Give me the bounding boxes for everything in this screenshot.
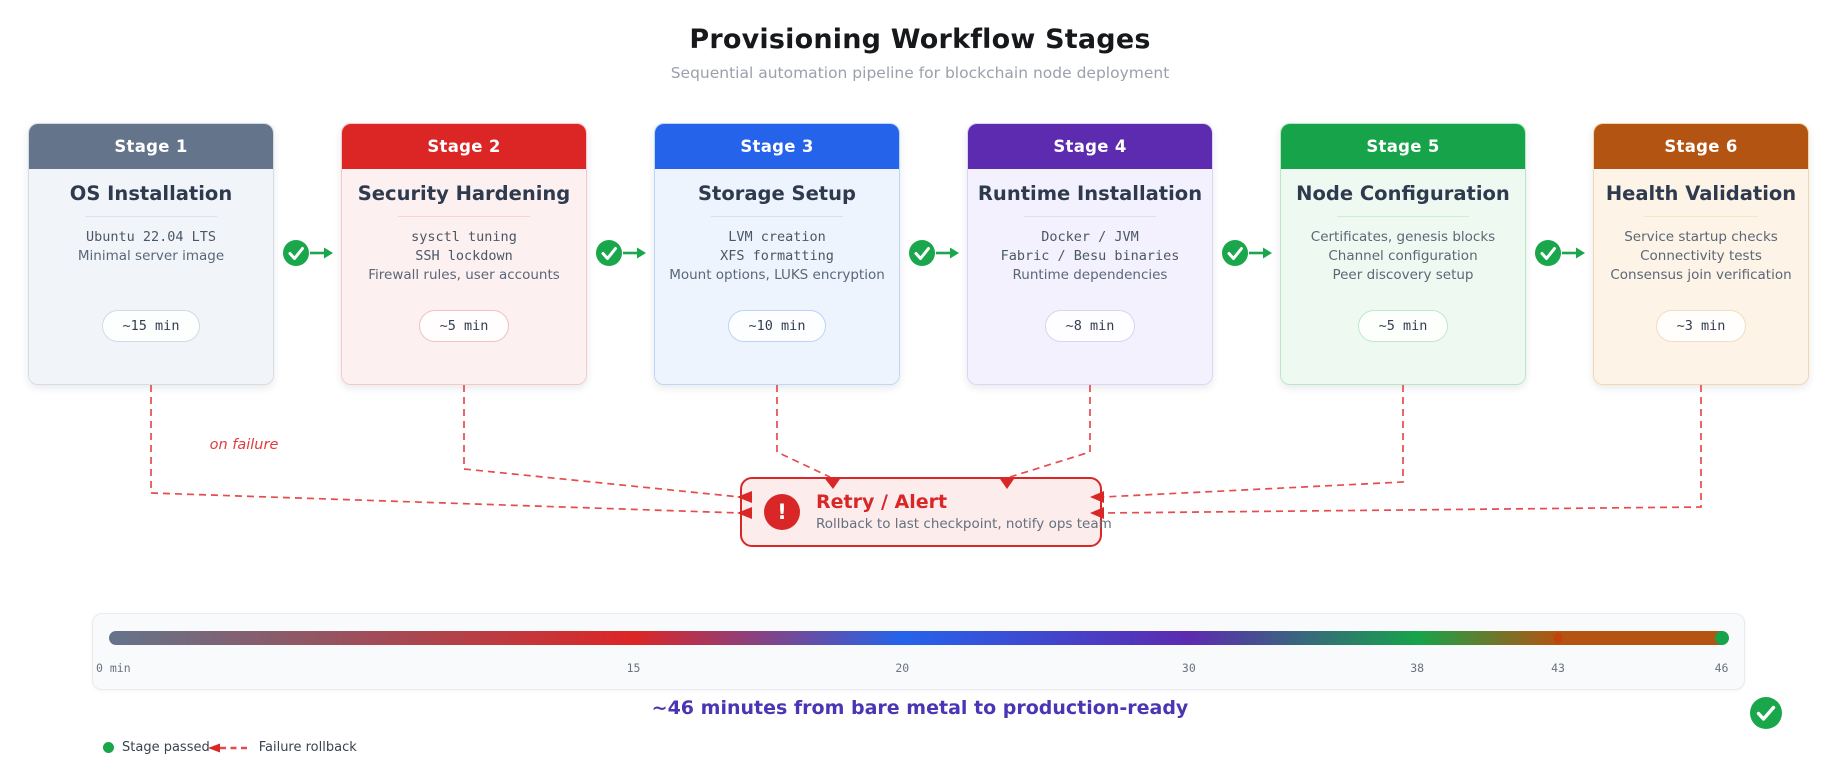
stage-card-1: Stage 1 OS Installation Ubuntu 22.04 LTS… — [28, 123, 274, 385]
stage-card-4: Stage 4 Runtime Installation Docker / JV… — [967, 123, 1213, 385]
timeline-tick-label: 46 — [1714, 661, 1729, 675]
alert-exclamation-icon: ! — [764, 494, 800, 530]
legend-failure-rollback-label: Failure rollback — [258, 740, 357, 755]
legend-stage-passed-label: Stage passed — [122, 740, 210, 755]
failure-edge-stage-5 — [1102, 385, 1404, 498]
total-duration-summary: ~46 minutes from bare metal to productio… — [651, 697, 1189, 719]
timeline-dot — [897, 632, 907, 644]
stage-1-header: Stage 1 — [29, 124, 273, 169]
timeline-tick-label: 43 — [1551, 661, 1565, 675]
failure-edge-stage-6 — [1102, 385, 1702, 514]
stage-card-2: Stage 2 Security Hardening sysctl tuning… — [341, 123, 587, 385]
legend: Stage passed Failure rollback — [103, 740, 357, 755]
timeline-dot — [629, 632, 639, 644]
failure-edge-stage-2 — [463, 385, 741, 498]
failure-edge-stage-1 — [150, 385, 741, 514]
stage-5-body: Node Configuration Certificates, genesis… — [1281, 169, 1525, 384]
stage-1-duration-badge: ~15 min — [101, 310, 201, 342]
stage-5-detail: Peer discovery setup — [1332, 267, 1474, 283]
page-subtitle: Sequential automation pipeline for block… — [670, 64, 1170, 82]
stage-6-detail: Consensus join verification — [1610, 267, 1792, 283]
timeline-dot — [1184, 632, 1194, 644]
stage-6-detail: Connectivity tests — [1640, 248, 1762, 264]
stage-2-title: Security Hardening — [357, 182, 571, 205]
timeline-tick-label: 38 — [1410, 661, 1425, 675]
retry-alert-title: Retry / Alert — [816, 491, 948, 513]
failure-edge-stage-3 — [776, 385, 831, 478]
stage-5-detail: Certificates, genesis blocks — [1310, 229, 1496, 245]
stage-5-title: Node Configuration — [1296, 182, 1510, 205]
stage-6-detail: Service startup checks — [1624, 229, 1778, 245]
timeline-panel: 0 min 15 20 30 38 43 46 — [92, 613, 1745, 690]
divider — [84, 216, 218, 217]
stage-4-body: Runtime Installation Docker / JVM Fabric… — [968, 169, 1212, 384]
stage-card-5: Stage 5 Node Configuration Certificates,… — [1280, 123, 1526, 385]
timeline-bar — [109, 631, 1729, 645]
divider — [710, 216, 844, 217]
stage-6-title: Health Validation — [1605, 182, 1797, 205]
timeline-dot — [1412, 632, 1422, 644]
stage-3-detail: Mount options, LUKS encryption — [669, 267, 885, 283]
stage-6-header: Stage 6 — [1594, 124, 1808, 169]
stage-5-detail: Channel configuration — [1328, 248, 1478, 264]
stage-2-duration-badge: ~5 min — [418, 310, 510, 342]
timeline-tick-label: 15 — [626, 661, 641, 675]
timeline-labels: 0 min 15 20 30 38 43 46 — [96, 614, 1729, 691]
stage-2-detail: Firewall rules, user accounts — [368, 267, 560, 283]
final-check-icon — [1750, 697, 1782, 729]
failure-rollback-arrow-icon — [207, 743, 251, 752]
stage-5-duration-badge: ~5 min — [1357, 310, 1449, 342]
timeline-dot — [1553, 632, 1563, 644]
stage-3-detail: XFS formatting — [720, 248, 834, 264]
stage-3-duration-badge: ~10 min — [727, 310, 827, 342]
stage-2-header: Stage 2 — [342, 124, 586, 169]
stage-3-detail: LVM creation — [728, 229, 826, 245]
stage-5-header: Stage 5 — [1281, 124, 1525, 169]
stage-cards-row: Stage 1 OS Installation Ubuntu 22.04 LTS… — [28, 123, 1809, 385]
timeline-tick-label: 0 min — [96, 661, 131, 675]
stage-3-body: Storage Setup LVM creation XFS formattin… — [655, 169, 899, 384]
stage-card-3: Stage 3 Storage Setup LVM creation XFS f… — [654, 123, 900, 385]
stage-4-detail: Runtime dependencies — [1012, 267, 1168, 283]
stage-4-duration-badge: ~8 min — [1044, 310, 1136, 342]
timeline-tick-label: 30 — [1181, 661, 1196, 675]
divider — [1643, 216, 1759, 217]
stage-1-body: OS Installation Ubuntu 22.04 LTS Minimal… — [29, 169, 273, 384]
stage-1-detail: Minimal server image — [77, 248, 225, 264]
stage-4-detail: Docker / JVM — [1041, 229, 1139, 245]
stage-4-detail: Fabric / Besu binaries — [1000, 248, 1180, 264]
stage-card-6: Stage 6 Health Validation Service startu… — [1593, 123, 1809, 385]
stage-2-detail: sysctl tuning — [411, 229, 517, 245]
divider — [397, 216, 531, 217]
stage-6-duration-badge: ~3 min — [1655, 310, 1747, 342]
timeline-tick-label: 20 — [895, 661, 910, 675]
divider — [1023, 216, 1157, 217]
stage-1-title: OS Installation — [69, 182, 233, 205]
page-title: Provisioning Workflow Stages — [689, 24, 1151, 55]
divider — [1336, 216, 1470, 217]
stage-4-header: Stage 4 — [968, 124, 1212, 169]
timeline-dot — [1714, 631, 1729, 645]
failure-edge-stage-4 — [1009, 385, 1091, 478]
stage-3-title: Storage Setup — [698, 182, 856, 205]
stage-1-detail: Ubuntu 22.04 LTS — [85, 229, 217, 245]
stage-2-body: Security Hardening sysctl tuning SSH loc… — [342, 169, 586, 384]
retry-alert-subtitle: Rollback to last checkpoint, notify ops … — [816, 516, 1112, 532]
on-failure-label: on failure — [210, 437, 279, 453]
stage-2-detail: SSH lockdown — [415, 248, 513, 264]
stage-4-title: Runtime Installation — [977, 182, 1203, 205]
stage-3-header: Stage 3 — [655, 124, 899, 169]
retry-alert-box: ! Retry / Alert Rollback to last checkpo… — [740, 477, 1112, 547]
stage-6-body: Health Validation Service startup checks… — [1594, 169, 1808, 384]
stage-passed-dot-icon — [103, 742, 114, 753]
